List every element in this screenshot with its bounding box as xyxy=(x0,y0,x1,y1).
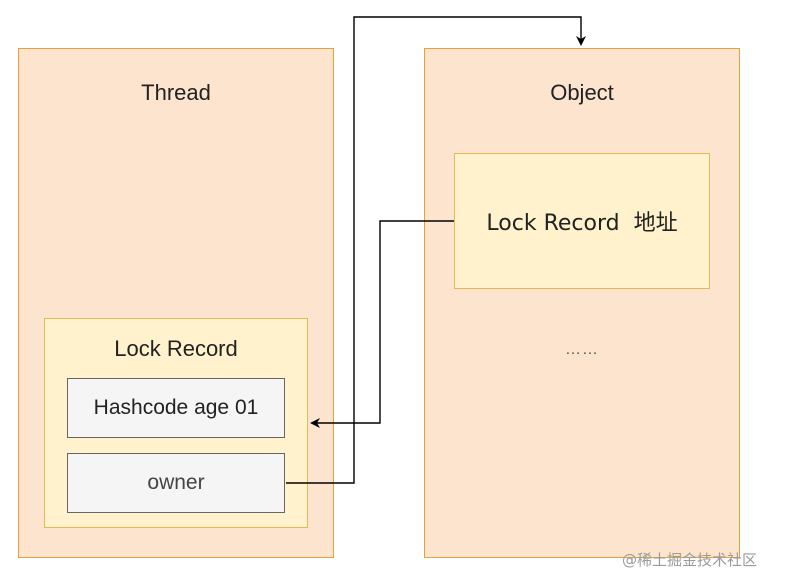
address-to-lock-record-arrow xyxy=(310,220,454,428)
thread-lock-record-title: Lock Record xyxy=(114,336,238,361)
lock-record-address-box: Lock Record 地址 xyxy=(454,153,710,289)
thread-title: Thread xyxy=(141,80,211,105)
owner-to-object-arrow xyxy=(286,16,586,484)
object-container: Object …… xyxy=(424,48,740,558)
owner-field: owner xyxy=(67,453,285,513)
lock-record-address-label: Lock Record 地址 xyxy=(486,211,678,236)
object-title: Object xyxy=(550,80,614,105)
hashcode-age-field: Hashcode age 01 xyxy=(67,378,285,438)
object-ellipsis: …… xyxy=(565,341,599,358)
watermark: @稀土掘金技术社区 xyxy=(622,551,758,569)
